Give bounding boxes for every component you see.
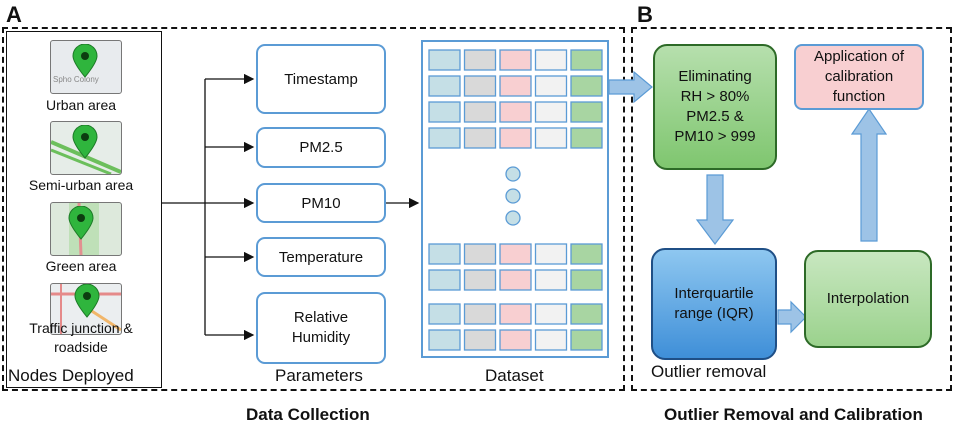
dataset-cell: [499, 101, 532, 123]
param-pm10-label: PM10: [301, 194, 341, 212]
param-relative-humidity: Relative Humidity: [256, 292, 386, 364]
dataset-cell: [428, 101, 461, 123]
eliminating-box: Eliminating RH > 80% PM2.5 & PM10 > 999: [653, 44, 777, 170]
dataset-cell: [463, 303, 497, 325]
calibration-line-3: function: [832, 88, 886, 105]
dataset-cell: [570, 329, 603, 351]
dataset-cell: [534, 243, 568, 265]
iqr-line-1: Interquartile: [674, 285, 754, 302]
param-rh-label-1: Relative: [293, 309, 349, 326]
eliminating-line-3: PM2.5 &: [686, 108, 744, 125]
dataset-cell: [570, 243, 603, 265]
block-arrow-down-icon: [695, 174, 735, 245]
dataset-cell: [428, 127, 461, 149]
nodes-deployed-box: [6, 31, 162, 388]
dataset-cell: [463, 329, 497, 351]
dataset-cell: [570, 269, 603, 291]
outlier-removal-frame: [631, 27, 952, 391]
dataset-cell: [570, 75, 603, 97]
calibration-box: Application of calibration function: [794, 44, 924, 110]
calibration-line-1: Application of: [813, 48, 905, 65]
dataset-grid: [428, 49, 603, 351]
urban-map-text: Spho Colony: [53, 75, 99, 84]
panel-letter-b: B: [637, 2, 653, 27]
dataset-cell: [499, 127, 532, 149]
dataset-cell: [570, 49, 603, 71]
dataset-cell: [570, 127, 603, 149]
block-arrow-right-icon: [777, 300, 807, 334]
outlier-removal-calibration-title: Outlier Removal and Calibration: [664, 405, 923, 424]
iqr-line-2: range (IQR): [674, 305, 754, 322]
node-label-traffic-1: Traffic junction &: [29, 320, 133, 336]
param-rh-label-2: Humidity: [291, 329, 351, 346]
param-pm25: PM2.5: [256, 127, 386, 168]
dataset-cell: [534, 329, 568, 351]
block-arrow-right-icon: [608, 70, 653, 104]
dataset-box: [421, 40, 609, 358]
calibration-line-2: calibration: [824, 68, 894, 85]
dataset-cell: [463, 75, 497, 97]
dataset-cell: [428, 269, 461, 291]
eliminating-line-4: PM10 > 999: [674, 128, 756, 145]
dataset-cell: [499, 329, 532, 351]
dataset-cell: [428, 303, 461, 325]
interpolation-label: Interpolation: [826, 290, 910, 307]
dataset-cell: [570, 303, 603, 325]
dataset-cell: [499, 243, 532, 265]
iqr-box: Interquartile range (IQR): [651, 248, 777, 360]
outlier-removal-caption: Outlier removal: [651, 362, 767, 381]
dataset-cell: [534, 269, 568, 291]
location-pin-icon: [72, 44, 98, 78]
dataset-cell: [428, 49, 461, 71]
param-temperature-label: Temperature: [278, 248, 364, 266]
location-pin-icon: [68, 206, 94, 240]
ellipsis-dot: [505, 188, 521, 204]
param-pm10: PM10: [256, 183, 386, 223]
dataset-cell: [428, 75, 461, 97]
dataset-cell: [499, 303, 532, 325]
dataset-caption: Dataset: [485, 366, 544, 385]
dataset-cell: [499, 49, 532, 71]
dataset-cell: [463, 269, 497, 291]
node-label-urban: Urban area: [45, 97, 117, 113]
eliminating-line-2: RH > 80%: [680, 88, 750, 105]
dataset-cell: [534, 49, 568, 71]
panel-letter-a: A: [6, 2, 22, 27]
param-pm25-label: PM2.5: [299, 139, 343, 156]
dataset-cell: [534, 75, 568, 97]
dataset-cell: [463, 101, 497, 123]
node-label-green: Green area: [45, 258, 117, 274]
ellipsis-dot: [505, 210, 521, 226]
dataset-cell: [463, 49, 497, 71]
param-temperature: Temperature: [256, 237, 386, 277]
dataset-cell: [463, 243, 497, 265]
dataset-cell: [499, 75, 532, 97]
dataset-cell: [570, 101, 603, 123]
location-pin-icon: [72, 125, 98, 159]
interpolation-box: Interpolation: [804, 250, 932, 348]
data-collection-title: Data Collection: [246, 405, 370, 424]
node-label-traffic-2: roadside: [54, 339, 108, 355]
dataset-cell: [428, 329, 461, 351]
dataset-cell: [499, 269, 532, 291]
data-collection-frame: [2, 27, 625, 391]
param-timestamp-label: Timestamp: [284, 70, 358, 88]
node-label-semi-urban: Semi-urban area: [28, 177, 134, 193]
param-timestamp: Timestamp: [256, 44, 386, 114]
dataset-cell: [463, 127, 497, 149]
dataset-cell: [534, 303, 568, 325]
eliminating-line-1: Eliminating: [678, 68, 752, 85]
dataset-cell: [534, 101, 568, 123]
location-pin-icon: [74, 284, 100, 318]
ellipsis-dot: [505, 166, 521, 182]
dataset-cell: [428, 243, 461, 265]
block-arrow-up-icon: [851, 108, 887, 242]
parameters-caption: Parameters: [275, 366, 363, 385]
dataset-cell: [534, 127, 568, 149]
nodes-deployed-caption: Nodes Deployed: [8, 366, 134, 385]
